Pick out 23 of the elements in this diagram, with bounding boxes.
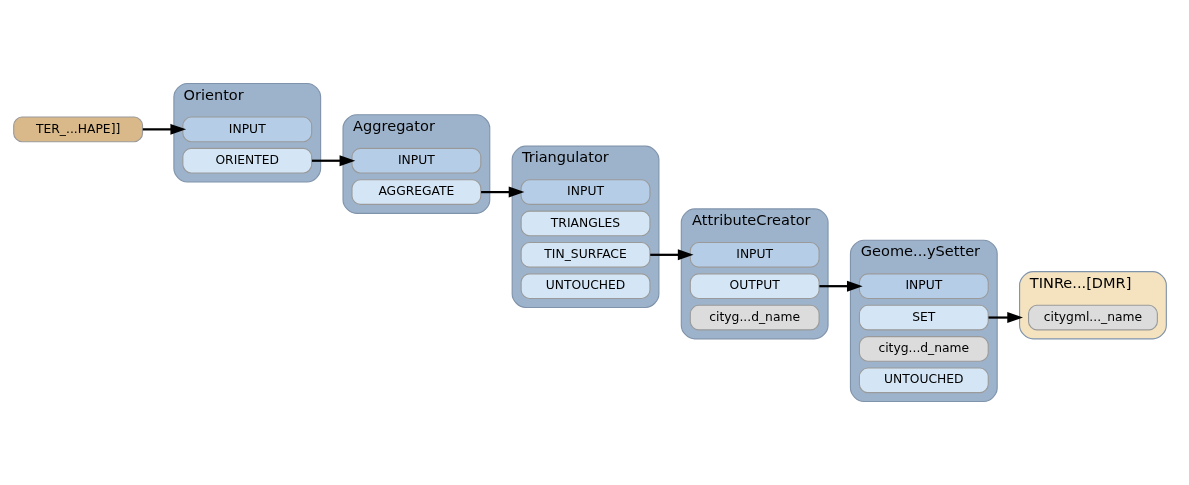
node-box: SET <box>858 304 989 331</box>
node-box: cityg...d_name <box>689 304 820 331</box>
arrow <box>988 312 1023 324</box>
node-box: TRIANGLES <box>520 210 651 237</box>
node-box: ORIENTED <box>182 147 313 174</box>
node-box: INPUT <box>351 147 482 174</box>
node-box: OUTPUT <box>689 273 820 300</box>
node-box: AGGREGATE <box>351 179 482 205</box>
node-box: INPUT <box>520 179 651 205</box>
node-box: INPUT <box>689 241 820 268</box>
node-box: UNTOUCHED <box>858 367 989 394</box>
arrow <box>481 186 525 198</box>
arrow <box>142 123 187 135</box>
node-box: INPUT <box>858 273 989 300</box>
node-box: UNTOUCHED <box>520 273 651 300</box>
node-box: INPUT <box>182 116 313 143</box>
node-box: citygml..._name <box>1028 304 1158 331</box>
node-box: TER_...HAPE]] <box>13 116 144 143</box>
arrow <box>819 280 863 292</box>
arrow <box>650 249 694 261</box>
node-box: TIN_SURFACE <box>520 241 651 268</box>
node-box: cityg...d_name <box>858 336 989 362</box>
arrow <box>311 155 356 167</box>
